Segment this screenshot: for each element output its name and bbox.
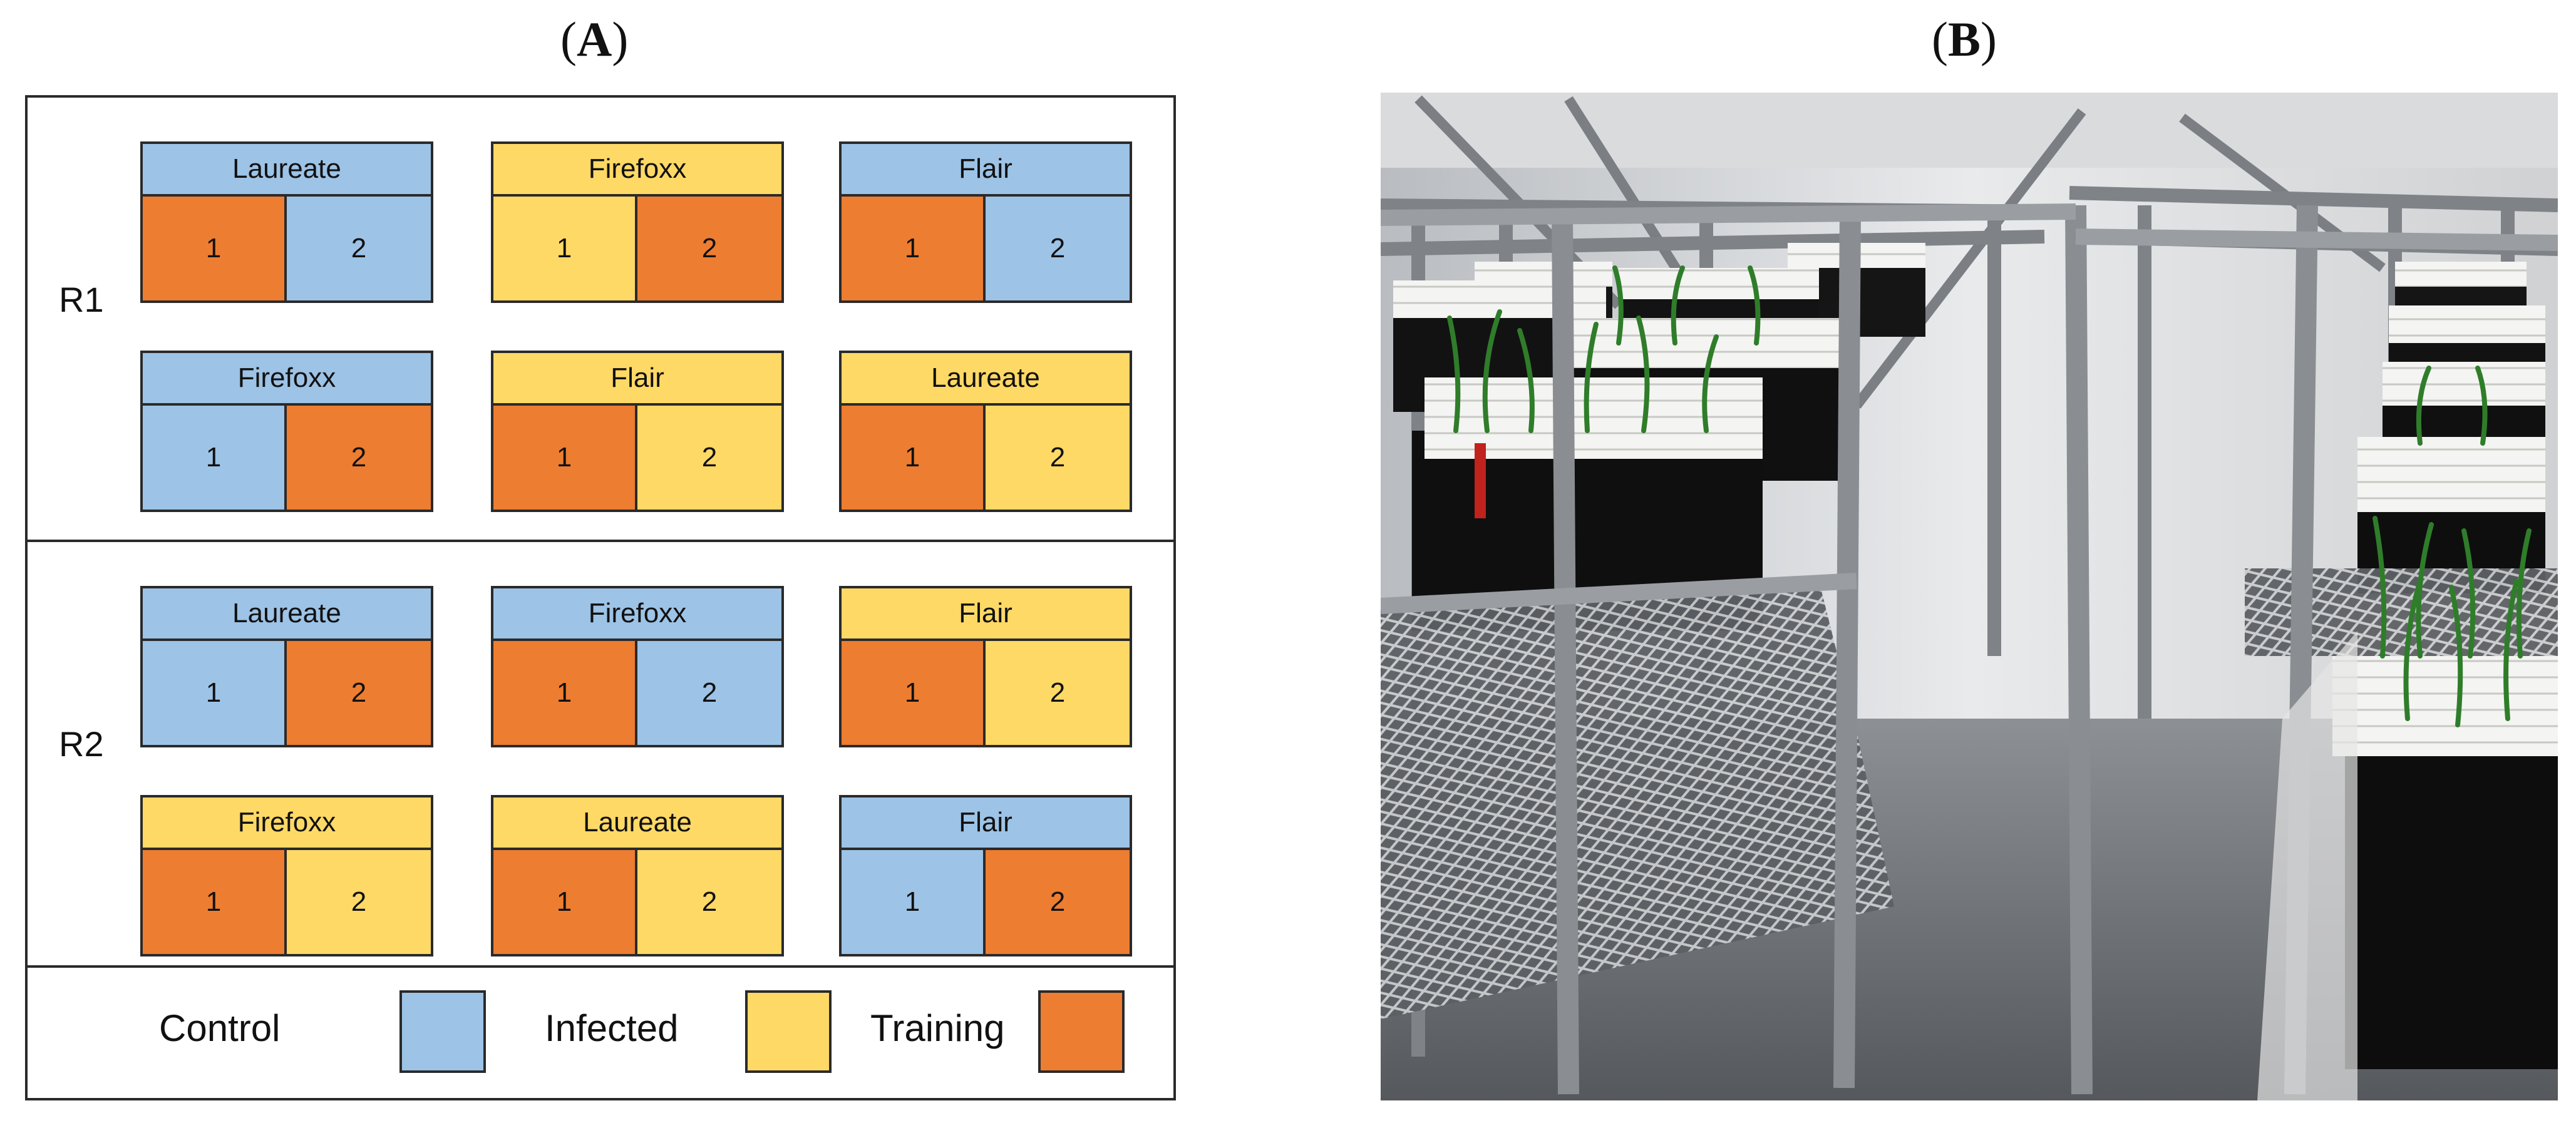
legend-label-training: Training xyxy=(870,1007,1005,1049)
plot-cell-infected: 1 xyxy=(493,197,637,300)
legend-swatch-infected xyxy=(745,990,832,1073)
plot-cell-control: 2 xyxy=(986,197,1130,300)
cultivar-header: Laureate xyxy=(143,588,431,641)
plot-cell-infected: 2 xyxy=(986,641,1130,745)
cultivar-header: Flair xyxy=(842,797,1130,850)
cultivar-header: Laureate xyxy=(493,797,781,850)
plot-cell-training: 1 xyxy=(842,406,986,510)
growth-chamber-photo xyxy=(1381,93,2558,1100)
plot-cell-training: 1 xyxy=(143,850,287,954)
plot-cell-training: 1 xyxy=(842,197,986,300)
plot-cell-training: 1 xyxy=(493,850,637,954)
plot-cell-infected: 2 xyxy=(637,406,781,510)
replicate-label: R1 xyxy=(59,280,104,319)
plot-cell-training: 1 xyxy=(493,641,637,745)
plot-cell-infected: 2 xyxy=(287,850,431,954)
cultivar-header: Flair xyxy=(842,588,1130,641)
replicate-label: R2 xyxy=(59,724,104,764)
cultivar-header: Flair xyxy=(493,353,781,406)
plot-cell-training: 1 xyxy=(493,406,637,510)
panel-a-label: (A) xyxy=(560,12,629,66)
plot-cell-training: 1 xyxy=(143,197,287,300)
cultivar-header: Firefoxx xyxy=(143,797,431,850)
plot-cell-control: 1 xyxy=(143,406,287,510)
panel-b-label: (B) xyxy=(1932,12,1997,66)
cultivar-header: Firefoxx xyxy=(143,353,431,406)
plot-cell-training: 2 xyxy=(637,197,781,300)
legend-swatch-training xyxy=(1038,990,1125,1073)
cultivar-header: Laureate xyxy=(842,353,1130,406)
cultivar-header: Firefoxx xyxy=(493,144,781,197)
plot-cell-control: 2 xyxy=(287,197,431,300)
cultivar-header: Firefoxx xyxy=(493,588,781,641)
cultivar-header: Flair xyxy=(842,144,1130,197)
legend-label-infected: Infected xyxy=(545,1007,679,1049)
plot-cell-training: 2 xyxy=(986,850,1130,954)
legend-label-control: Control xyxy=(159,1007,281,1049)
plot-cell-training: 1 xyxy=(842,641,986,745)
plot-cell-training: 2 xyxy=(287,406,431,510)
plot-cell-control: 1 xyxy=(143,641,287,745)
legend: Control Infected Training xyxy=(28,968,1173,1098)
plot-cell-control: 2 xyxy=(637,641,781,745)
legend-swatch-control xyxy=(399,990,486,1073)
plot-cell-infected: 2 xyxy=(986,406,1130,510)
plot-cell-training: 2 xyxy=(287,641,431,745)
cultivar-header: Laureate xyxy=(143,144,431,197)
plot-cell-control: 1 xyxy=(842,850,986,954)
plot-cell-infected: 2 xyxy=(637,850,781,954)
